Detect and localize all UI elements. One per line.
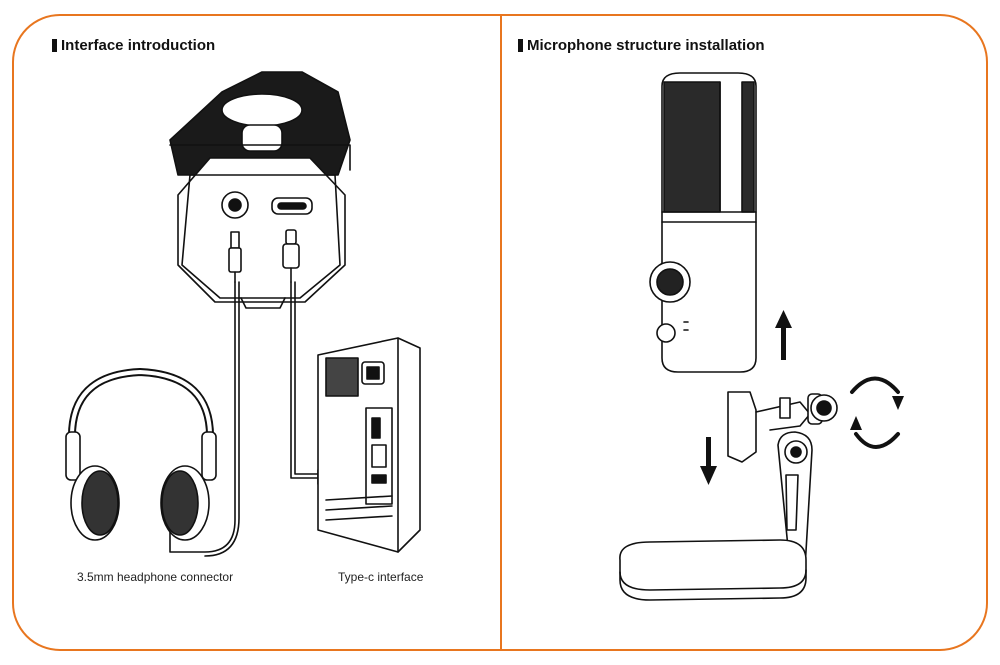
typec-cable <box>290 281 319 479</box>
audio-plug-icon <box>228 231 242 283</box>
typec-plug-icon <box>282 229 300 283</box>
stand-arm-illustration <box>777 431 813 569</box>
arrow-down-icon <box>700 437 717 485</box>
computer-tower-illustration <box>317 337 421 553</box>
installation-title: Microphone structure installation <box>527 37 765 54</box>
headphone-caption: 3.5mm headphone connector <box>77 570 234 584</box>
microphone-illustration <box>649 72 757 373</box>
panel-divider <box>500 14 502 651</box>
headphone-cable-inner <box>204 281 240 557</box>
typec-caption: Type-c interface <box>338 570 424 584</box>
interface-introduction-title: Interface introduction <box>61 37 216 54</box>
headphone-cable <box>169 281 236 553</box>
headphones-illustration <box>65 368 217 541</box>
rotate-arrows-icon <box>850 376 900 449</box>
right-panel-heading: Microphone structure installation <box>518 37 765 54</box>
heading-marker <box>518 39 523 52</box>
left-panel-heading: Interface introduction <box>52 37 215 54</box>
microphone-bottom-illustration <box>169 71 351 309</box>
arrow-up-icon <box>775 310 792 360</box>
mount-clip-illustration <box>727 391 838 463</box>
heading-marker <box>52 39 57 52</box>
stand-base-illustration <box>619 539 807 601</box>
